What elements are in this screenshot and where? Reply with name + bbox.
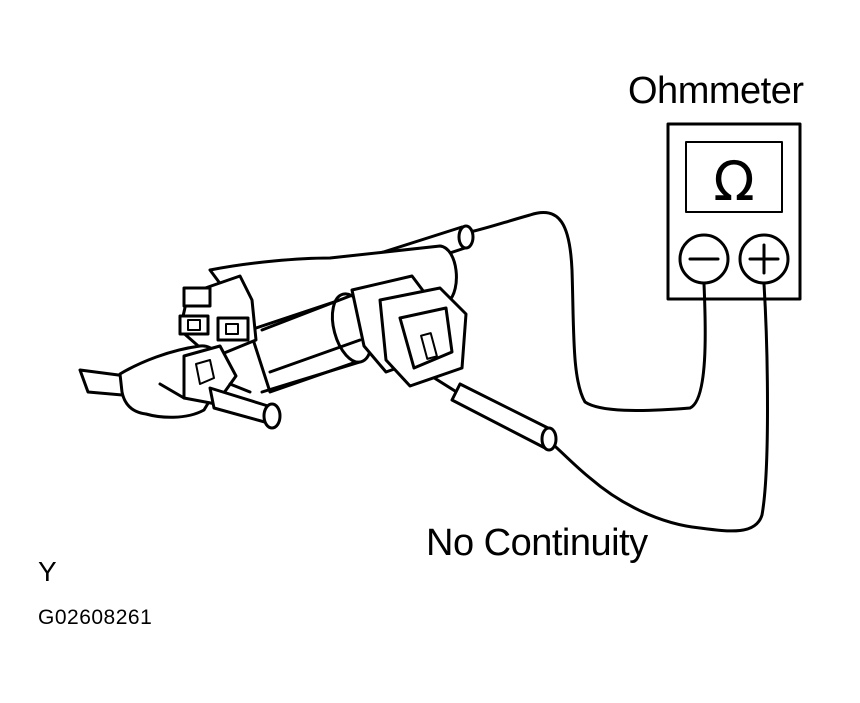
figure-id-label: G02608261 xyxy=(38,606,153,629)
ohm-symbol: Ω xyxy=(713,150,754,213)
vsv-solenoid-valve xyxy=(78,244,468,430)
negative-lead-wire xyxy=(468,211,707,412)
lower-test-probe xyxy=(426,372,558,452)
ohmmeter: Ω xyxy=(666,122,802,301)
result-label: No Continuity xyxy=(426,522,648,564)
view-code-label: Y xyxy=(38,556,57,587)
positive-lead-wire xyxy=(546,282,769,533)
ohmmeter-label: Ohmmeter xyxy=(628,70,804,112)
